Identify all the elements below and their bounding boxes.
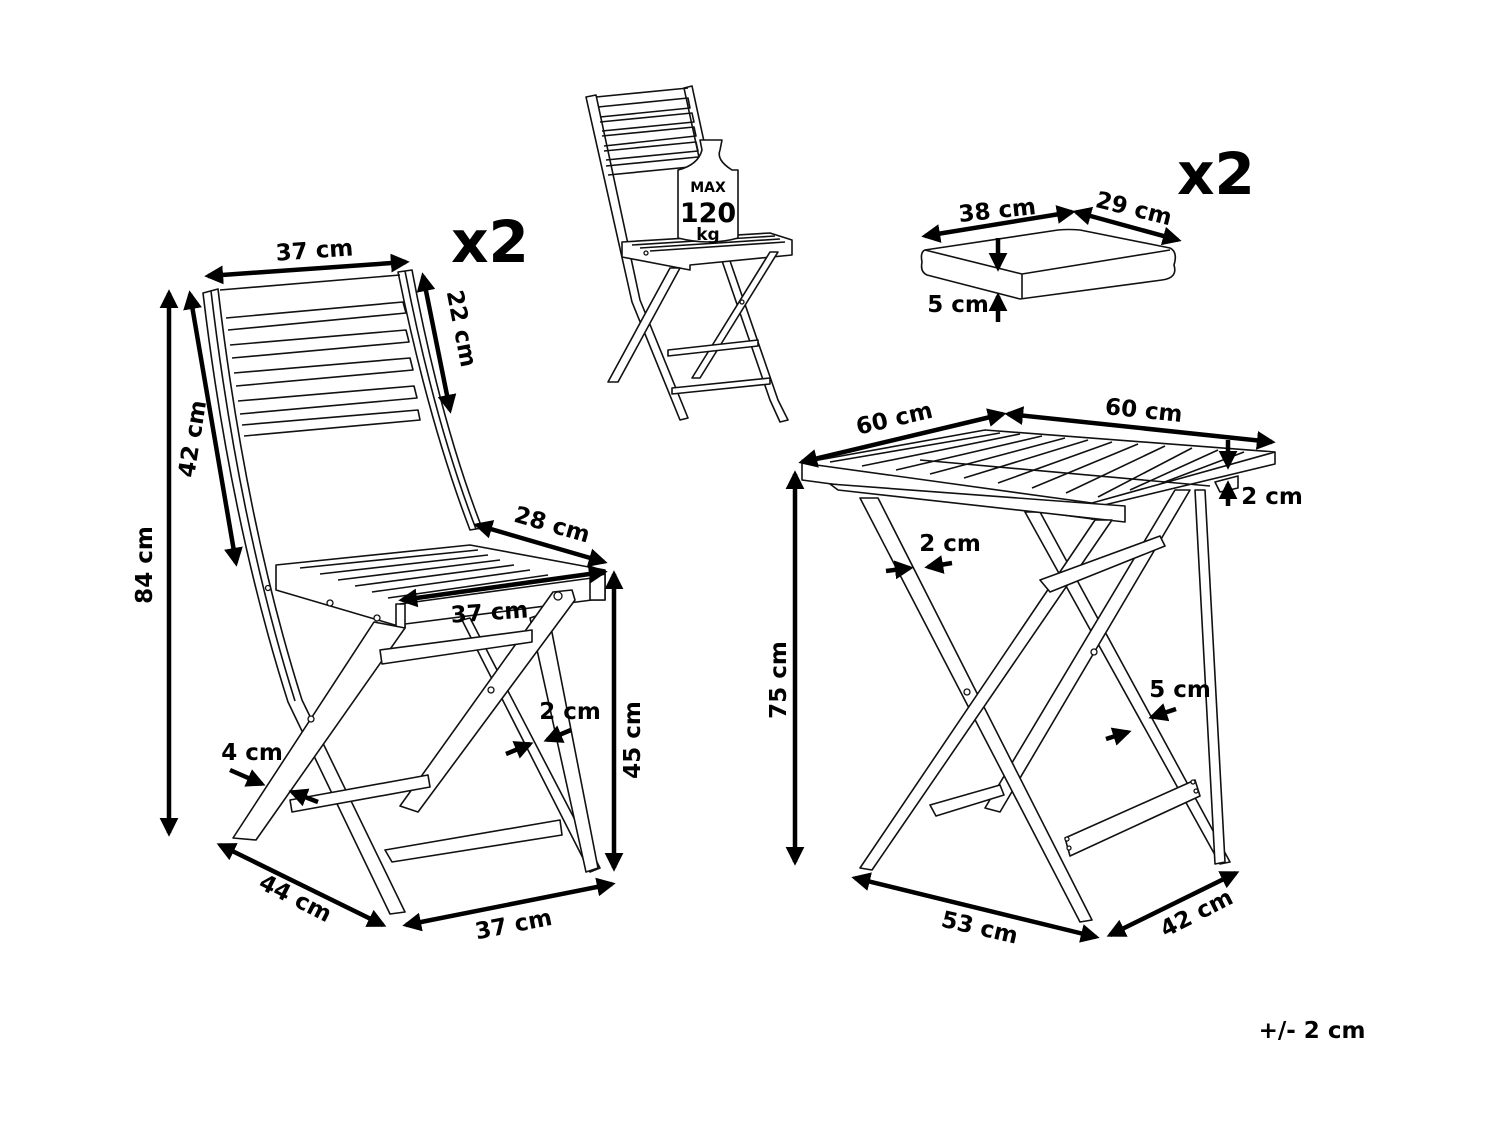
tolerance-note: +/- 2 cm [1259,1018,1366,1044]
chair-leg-thickness-label: 2 cm [539,699,601,725]
table-leg-thickness-label: 2 cm [919,531,981,557]
table-leg-width-label: 5 cm [1149,677,1211,703]
chair-dimensions: 37 cm 22 cm 42 cm 84 cm 28 cm 37 cm 2 cm… [132,208,646,945]
chair-seat-depth-label: 28 cm [511,502,593,548]
weight-value: 120 [680,198,736,229]
table-height-label: 75 cm [766,641,792,719]
chair-depth-label: 44 cm [255,870,336,928]
chair-back-height-label: 42 cm [174,399,212,480]
table-illustration [801,429,1276,923]
chair-total-height-label: 84 cm [132,526,158,604]
table-top-width-right-label: 60 cm [1104,394,1184,428]
table-top-thickness-label: 2 cm [1241,484,1303,510]
chair-back-width-label: 37 cm [275,235,354,266]
chair-leg-width-label: 4 cm [221,740,283,766]
cushion-thickness-label: 5 cm [927,292,989,318]
chair-back-slat-height-label: 22 cm [441,288,481,369]
chair-seat-height-label: 45 cm [620,701,646,779]
weight-unit: kg [696,225,719,245]
weight-max-label: MAX [690,180,726,196]
cushion-quantity-label: x2 [1177,140,1255,208]
chair-quantity-label: x2 [451,208,529,276]
load-chair-illustration: MAX 120 kg [585,85,793,423]
chair-seat-width-label: 37 cm [450,597,529,628]
cushion-depth-label: 29 cm [1093,187,1175,231]
cushion-illustration [920,228,1177,300]
cushion-dimensions: 38 cm 29 cm 5 cm x2 [921,140,1255,322]
cushion-width-label: 38 cm [957,194,1037,228]
chair-illustration [202,269,606,915]
